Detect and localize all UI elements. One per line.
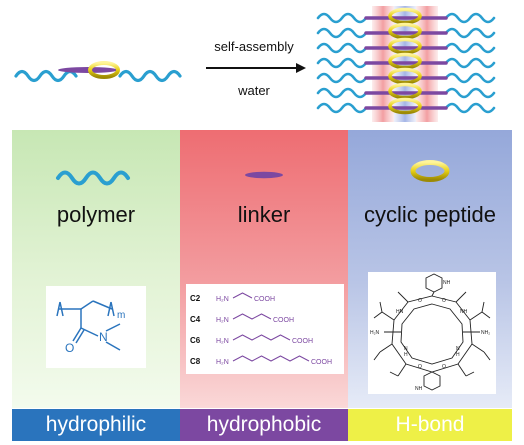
linker-code: C4 (190, 315, 201, 324)
self-assembly-arrow (206, 63, 306, 73)
category-hydrophobic: hydrophobic (180, 409, 348, 441)
tube-peptide-ring (388, 97, 422, 115)
tube-peptide-ring (388, 22, 422, 40)
linker-acid: COOH (254, 296, 275, 303)
arrow-label-water: water (237, 83, 270, 98)
peptide-atom-h-1: H (404, 352, 408, 358)
peptide-ring-icon (410, 160, 450, 182)
linker-acid: COOH (292, 338, 313, 345)
peptide-atom-hn-1: HN (396, 309, 404, 315)
linker-acid: COOH (273, 317, 294, 324)
peptide-atom-o-1: O (418, 298, 422, 304)
linker-row-c8: C8 H₂N COOH (190, 355, 332, 366)
peptide-atom-n-1: N (404, 346, 408, 352)
linker-code: C8 (190, 357, 201, 366)
panel-title-linker: linker (237, 202, 291, 227)
arrow-label-self-assembly: self-assembly (214, 39, 294, 54)
tube-polymer-right (444, 87, 496, 99)
tube-polymer-left (316, 87, 368, 99)
panel-title-cyclic-peptide: cyclic peptide (363, 202, 497, 227)
linker-ellipse-icon (245, 171, 283, 179)
polymer-atom-n: N (99, 330, 108, 344)
linker-amine: H₂N (216, 359, 229, 366)
polymer-subscript-m: m (117, 310, 125, 321)
linker-chain (232, 292, 253, 299)
linker-amine: H₂N (216, 317, 229, 324)
peptide-atom-nh-1: NH (460, 309, 468, 315)
tube-polymer-right (444, 57, 496, 69)
panel-cyclic-peptide: cyclic peptide (348, 130, 512, 408)
tube-polymer-left (316, 102, 368, 114)
peptide-atom-o-2: O (442, 298, 446, 304)
peptide-nh-top: NH (443, 280, 451, 286)
tube-polymer-right (444, 72, 496, 84)
tube-polymer-right (444, 12, 496, 24)
tube-peptide-ring (388, 67, 422, 85)
tube-polymer-right (444, 102, 496, 114)
category-h-bond: H-bond (348, 409, 512, 441)
polymer-atom-o: O (65, 341, 74, 355)
tube-polymer-left (316, 12, 368, 24)
peptide-atom-n-2: N (456, 346, 460, 352)
tube-polymer-left (316, 72, 368, 84)
tube-peptide-ring (388, 52, 422, 70)
linker-code: C6 (190, 336, 201, 345)
single-conjugate-icon (14, 61, 182, 83)
linker-row-c4: C4 H₂N COOH (190, 313, 294, 324)
panel-polymer: polymer m O N (12, 130, 180, 408)
polymer-structure: m O N (46, 286, 146, 368)
peptide-amine-right: NH₂ (481, 330, 490, 336)
polymer-chain-icon (56, 170, 130, 186)
linker-chain (232, 313, 272, 320)
peptide-nh-bottom: NH (415, 386, 423, 392)
peptide-atom-o-4: O (442, 364, 446, 370)
peptide-atom-h-2: H (456, 352, 460, 358)
tube-peptide-ring (388, 7, 422, 25)
tube-polymer-right (444, 27, 496, 39)
linker-code: C2 (190, 294, 201, 303)
tube-polymer-right (444, 42, 496, 54)
linker-row-c2: C2 H₂N COOH (190, 292, 275, 303)
panel-title-polymer: polymer (56, 202, 136, 227)
tube-polymer-left (316, 27, 368, 39)
cyclic-peptide-structure: H₂N NH₂ NH NH O HN NH O N H N H O O (368, 272, 496, 394)
peptide-amine-left: H₂N (370, 330, 380, 336)
category-hydrophilic: hydrophilic (12, 409, 180, 441)
linker-chain (232, 334, 291, 341)
assembled-nanotube-icon (316, 6, 496, 122)
tube-peptide-ring (388, 82, 422, 100)
linker-row-c6: C6 H₂N COOH (190, 334, 313, 345)
tube-polymer-left (316, 57, 368, 69)
linker-amine: H₂N (216, 296, 229, 303)
tube-polymer-left (316, 42, 368, 54)
linker-amine: H₂N (216, 338, 229, 345)
linker-acid: COOH (311, 359, 332, 366)
linker-chain (232, 355, 310, 362)
tube-peptide-ring (388, 37, 422, 55)
peptide-atom-o-3: O (418, 364, 422, 370)
self-assembly-scheme: self-assembly water (14, 6, 496, 122)
